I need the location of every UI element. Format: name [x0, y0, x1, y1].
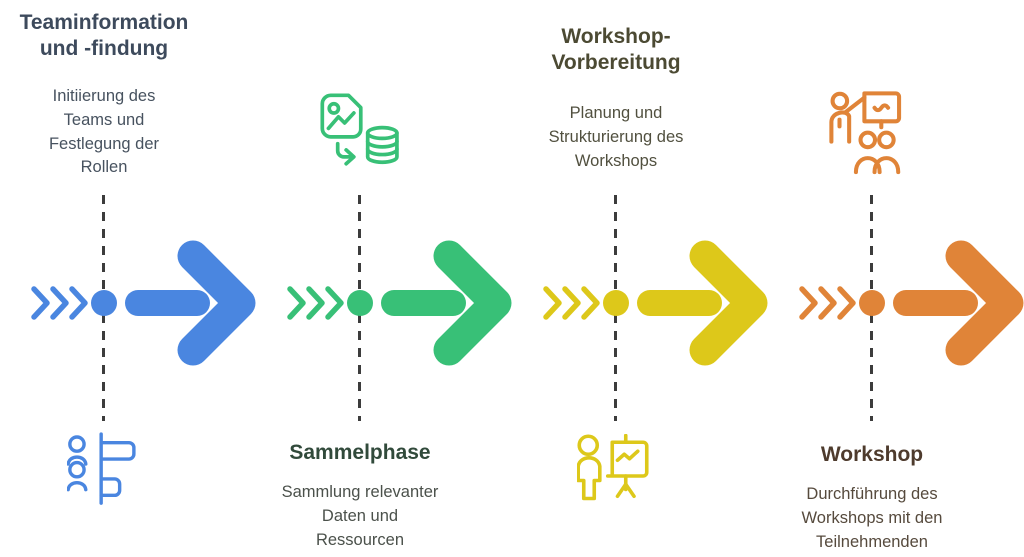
phase-workshop: Workshop Durchführung des Workshops mit … [768, 0, 1024, 557]
phase-icon-block [0, 430, 224, 506]
flow-arrow-icon [287, 240, 512, 366]
phase-text-block: Workshop Durchführung des Workshops mit … [752, 430, 992, 554]
phase-icon-block [752, 90, 992, 178]
phase-title: Workshop [820, 443, 924, 466]
phase-title: Sammelphase [289, 441, 431, 464]
phase-text-block: Teaminformation und -findung Initiierung… [0, 0, 224, 180]
flow-arrow-icon [31, 240, 256, 366]
flow-arrow-icon [543, 240, 768, 366]
phase-sammelphase: Sammelphase Sammlung relevanter Daten un… [256, 0, 512, 557]
phase-description: Initiierung des Teams und Festlegung der… [48, 87, 160, 177]
data-collection-icon [320, 93, 399, 166]
phase-title: Teaminformation und -findung [19, 11, 189, 61]
phase-title: Workshop-Vorbereitung [551, 25, 681, 75]
workshop-presenter-icon [829, 91, 902, 175]
phase-icon-block [496, 430, 736, 512]
phase-description: Sammlung relevanter Daten und Ressourcen [281, 483, 439, 549]
flow-arrow-icon [799, 240, 1024, 366]
phase-description: Planung und Strukturierung des Workshops [548, 104, 684, 170]
team-roles-icon [67, 432, 136, 505]
presentation-flipchart-icon [577, 434, 649, 501]
phase-workshop-vorbereitung: Workshop-Vorbereitung Planung und Strukt… [512, 0, 768, 557]
phase-text-block: Workshop-Vorbereitung Planung und Strukt… [496, 0, 736, 173]
phase-icon-block [240, 93, 480, 173]
phase-description: Durchführung des Workshops mit den Teiln… [801, 485, 943, 551]
phase-text-block: Sammelphase Sammlung relevanter Daten un… [240, 430, 480, 552]
phase-teaminformation: Teaminformation und -findung Initiierung… [0, 0, 256, 557]
